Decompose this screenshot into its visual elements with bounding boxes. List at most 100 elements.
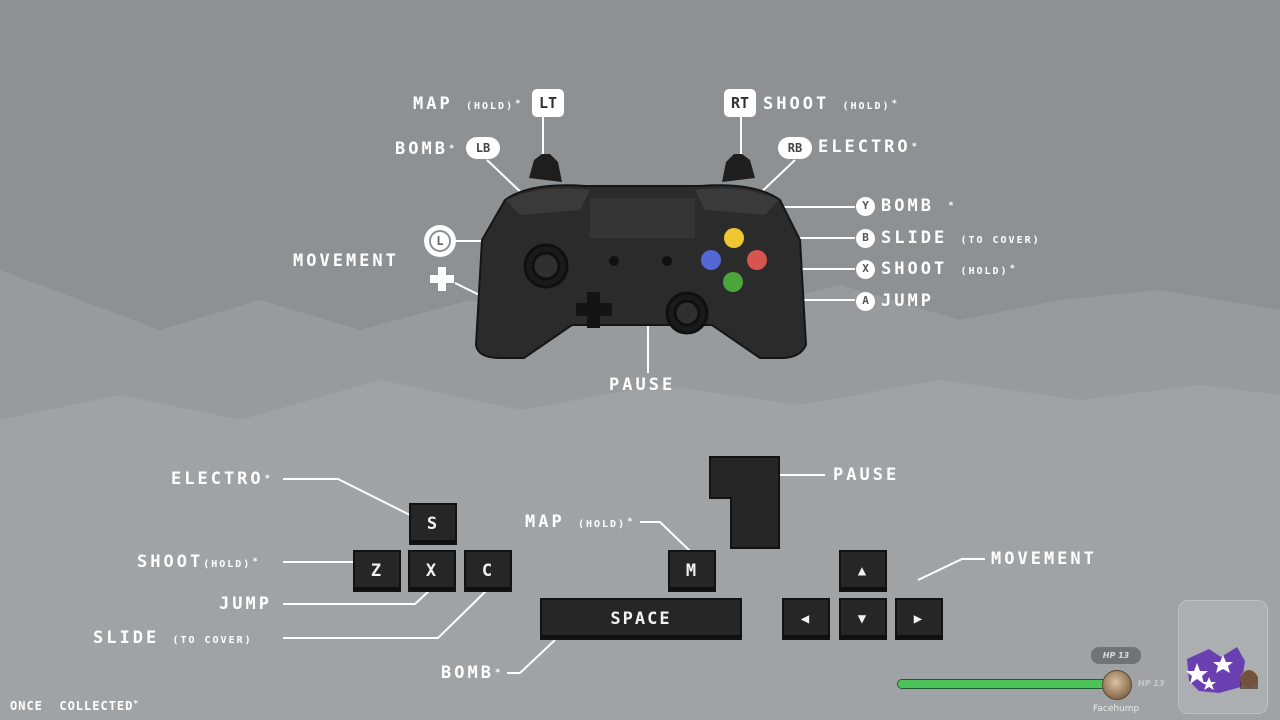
key-arrow-left: ◀: [782, 598, 830, 640]
label-pause-controller: PAUSE: [609, 375, 675, 395]
key-c: C: [464, 550, 512, 592]
rb-badge-text: RB: [787, 141, 803, 155]
face-button-b: [747, 250, 767, 270]
key-text: ▼: [857, 611, 869, 627]
label-text: PAUSE: [609, 375, 676, 395]
hp-text-value: HP 13: [1138, 679, 1165, 688]
star-marker: *: [133, 699, 140, 708]
star-marker: *: [891, 99, 900, 109]
star-marker: *: [911, 142, 921, 152]
character-art: [1186, 647, 1258, 693]
star-marker: *: [448, 144, 458, 154]
key-space: SPACE: [540, 598, 742, 640]
button-a-icon: A: [856, 291, 875, 311]
key-arrow-right: ▶: [895, 598, 943, 640]
label-map-trigger: MAP (HOLD)*: [413, 94, 524, 117]
footer-once: ONCE: [10, 699, 43, 713]
label-sub: (HOLD): [203, 559, 252, 570]
label-electro-bumper: ELECTRO*: [818, 137, 920, 157]
face-button-a: [723, 272, 743, 292]
face-button-x: [701, 250, 721, 270]
key-arrow-down: ▼: [839, 598, 887, 640]
face-button-y: [724, 228, 744, 248]
star-marker: *: [264, 474, 274, 484]
label-text: SHOOT: [881, 259, 948, 279]
star-marker: *: [948, 201, 957, 211]
label-slide-key: SLIDE (TO COVER): [93, 628, 253, 651]
label-jump-key: JUMP: [219, 594, 272, 614]
label-text: BOMB: [395, 139, 448, 159]
key-text: ▶: [913, 611, 925, 627]
key-text: X: [425, 561, 439, 581]
label-button-x: X SHOOT (HOLD)*: [856, 259, 1018, 282]
label-button-a: A JUMP: [856, 291, 935, 314]
key-x: X: [408, 550, 456, 592]
label-movement-controller: MOVEMENT: [293, 251, 399, 271]
label-sub: (HOLD): [577, 519, 627, 530]
key-text: ▲: [857, 563, 869, 579]
hp-bubble-text: HP 13: [1102, 651, 1130, 660]
label-sub: (HOLD): [960, 266, 1009, 277]
key-arrow-up: ▲: [839, 550, 887, 592]
key-text: C: [481, 561, 495, 581]
key-text: ◀: [800, 611, 812, 627]
lt-badge-text: LT: [538, 94, 558, 112]
label-text: JUMP: [881, 291, 934, 311]
button-x-icon: X: [856, 259, 875, 279]
star-marker: *: [252, 557, 261, 567]
dpad-icon: [430, 267, 454, 291]
key-s: S: [409, 503, 457, 545]
rt-badge-text: RT: [730, 94, 750, 112]
key-text: Z: [370, 561, 384, 581]
star-marker: *: [515, 99, 524, 109]
label-text: SLIDE: [93, 628, 160, 648]
lb-bumper-icon: LB: [466, 137, 500, 159]
label-pause-key: PAUSE: [833, 465, 899, 485]
label-sub: (HOLD): [842, 101, 891, 112]
rt-trigger-icon: RT: [724, 89, 756, 117]
hp-bar: [897, 679, 1109, 689]
left-stick-icon: L: [424, 225, 456, 257]
lt-trigger-icon: LT: [532, 89, 564, 117]
label-electro-key: ELECTRO*: [171, 469, 273, 489]
label-movement-key: MOVEMENT: [991, 549, 1097, 569]
key-text: SPACE: [610, 609, 672, 629]
player-name: Facehump: [1093, 704, 1139, 714]
button-y-icon: Y: [856, 196, 875, 216]
left-stick-inner: L: [429, 230, 451, 252]
star-marker: *: [1009, 264, 1018, 274]
label-text: PAUSE: [833, 465, 900, 485]
collectible-note: ONCE COLLECTED*: [10, 699, 139, 713]
lb-badge-text: LB: [475, 141, 491, 155]
label-sub: (TO COVER): [172, 635, 253, 646]
label-shoot-trigger: SHOOT (HOLD)*: [763, 94, 900, 117]
player-name-text: Facehump: [1093, 704, 1140, 714]
key-m: M: [668, 550, 716, 592]
label-text: SHOOT: [763, 94, 830, 114]
label-text: MAP: [525, 512, 565, 532]
rb-bumper-icon: RB: [778, 137, 812, 159]
button-b-icon: B: [856, 228, 875, 248]
label-shoot-key: SHOOT(HOLD)*: [137, 552, 261, 575]
hp-bar-fill: [898, 680, 1108, 688]
label-text: SHOOT: [137, 552, 204, 572]
character-card: [1178, 600, 1268, 714]
label-map-key: MAP (HOLD)*: [525, 512, 636, 535]
label-text: BOMB: [441, 663, 494, 683]
label-text: JUMP: [219, 594, 272, 614]
label-text: MAP: [413, 94, 453, 114]
label-text: ELECTRO: [818, 137, 911, 157]
star-marker: *: [627, 517, 636, 527]
hp-bubble: HP 13: [1091, 647, 1141, 664]
label-bomb-key: BOMB*: [441, 663, 503, 683]
label-text: SLIDE: [881, 228, 948, 248]
footer-collected: COLLECTED: [59, 699, 134, 713]
key-text: S: [426, 514, 440, 534]
hp-text: HP 13: [1138, 679, 1164, 688]
key-z: Z: [353, 550, 401, 592]
